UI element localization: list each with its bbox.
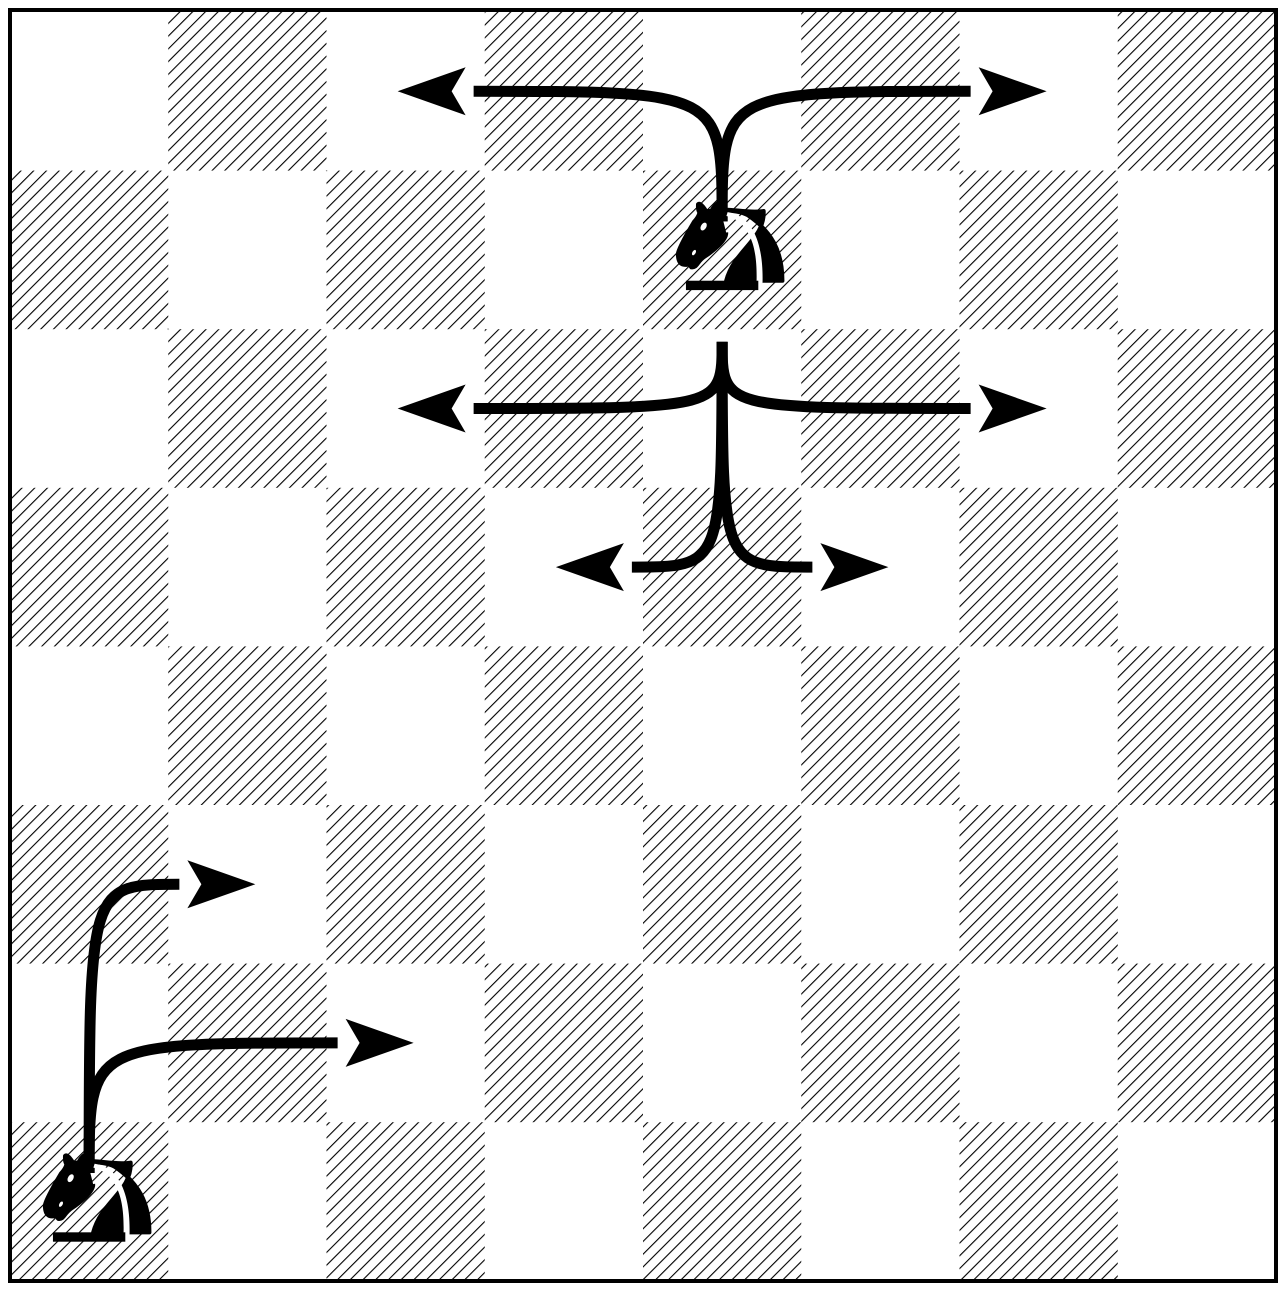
square-a7 bbox=[10, 170, 169, 330]
square-d4 bbox=[484, 646, 644, 806]
square-h7 bbox=[1117, 170, 1277, 330]
knight-move-arrows bbox=[83, 67, 1047, 1173]
square-h6 bbox=[1117, 329, 1277, 489]
move-e7-g8-arrow bbox=[716, 67, 1047, 222]
square-g5 bbox=[959, 487, 1119, 647]
square-h4 bbox=[1117, 646, 1277, 806]
square-f1 bbox=[801, 1122, 960, 1282]
square-b5 bbox=[168, 487, 327, 647]
square-h5 bbox=[1117, 487, 1277, 647]
square-e4 bbox=[643, 646, 802, 806]
move-e7-f5-arrow bbox=[716, 341, 889, 592]
square-h8 bbox=[1117, 12, 1277, 172]
square-b8 bbox=[168, 12, 327, 172]
square-h1 bbox=[1117, 1122, 1277, 1282]
square-f7 bbox=[801, 170, 960, 330]
move-a1-b3-arrow bbox=[83, 860, 256, 1173]
square-c4 bbox=[326, 646, 486, 806]
square-d3 bbox=[484, 805, 644, 965]
square-e3 bbox=[643, 805, 802, 965]
square-d7 bbox=[484, 170, 644, 330]
square-d2 bbox=[484, 963, 644, 1123]
square-h2 bbox=[1117, 963, 1277, 1123]
square-e2 bbox=[643, 963, 802, 1123]
move-a1-c2-arrow bbox=[83, 1018, 414, 1173]
square-a4 bbox=[10, 646, 169, 806]
square-f2 bbox=[801, 963, 960, 1123]
square-g2 bbox=[959, 963, 1119, 1123]
square-g4 bbox=[959, 646, 1119, 806]
square-a8 bbox=[10, 12, 169, 172]
square-f3 bbox=[801, 805, 960, 965]
square-g3 bbox=[959, 805, 1119, 965]
board-border bbox=[8, 8, 1278, 1283]
square-h3 bbox=[1117, 805, 1277, 965]
square-b4 bbox=[168, 646, 327, 806]
square-a5 bbox=[10, 487, 169, 647]
square-b6 bbox=[168, 329, 327, 489]
square-d1 bbox=[484, 1122, 644, 1282]
square-c7 bbox=[326, 170, 486, 330]
square-a6 bbox=[10, 329, 169, 489]
square-f4 bbox=[801, 646, 960, 806]
square-g1 bbox=[959, 1122, 1119, 1282]
board-squares bbox=[10, 12, 1277, 1282]
square-g7 bbox=[959, 170, 1119, 330]
square-b1 bbox=[168, 1122, 327, 1282]
square-c3 bbox=[326, 805, 486, 965]
square-e1 bbox=[643, 1122, 802, 1282]
square-b7 bbox=[168, 170, 327, 330]
square-c5 bbox=[326, 487, 486, 647]
square-c1 bbox=[326, 1122, 486, 1282]
